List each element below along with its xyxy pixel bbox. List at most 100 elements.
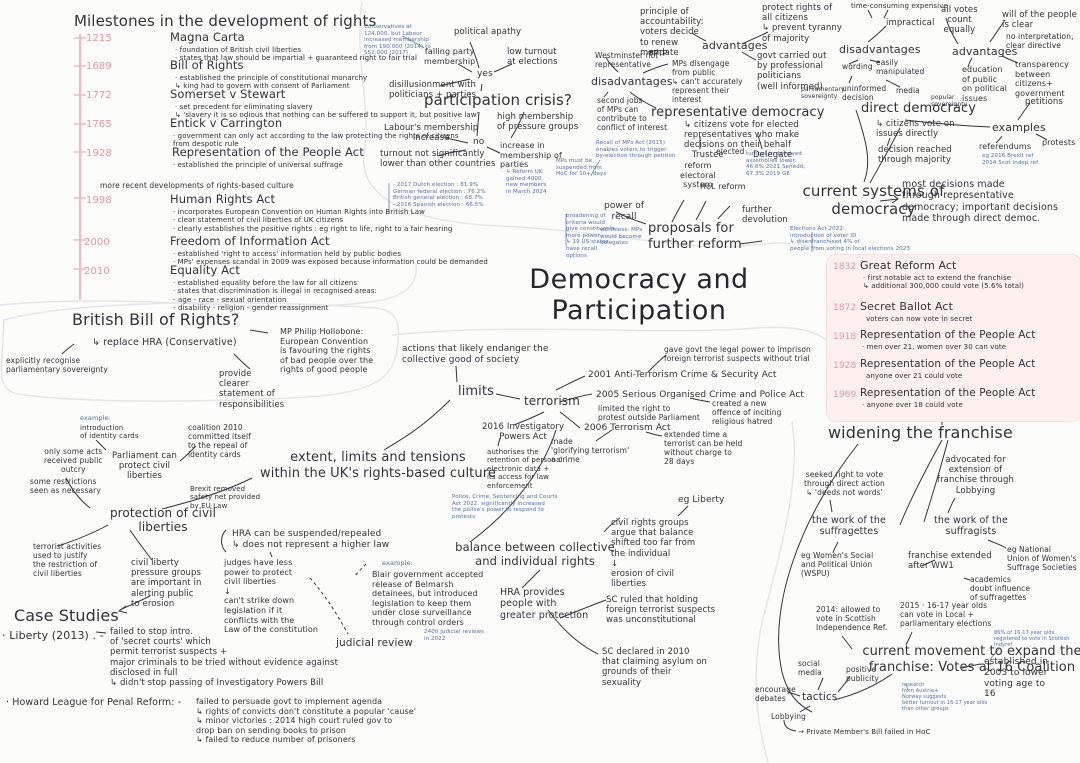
hra-detail: · incorporates European Convention on Hu… (173, 208, 453, 233)
year-1928: 1928 (86, 148, 112, 159)
reform-electoral: reform electoral system (680, 161, 716, 190)
liberty-detail: failed to stop intro. of 'secret courts'… (110, 627, 339, 688)
rep-democracy-title: representative democracy (651, 105, 825, 120)
act-2005-detail-a: limited the right to protest outside Par… (598, 404, 700, 422)
act-2016: 2016 Investigatory Powers Act (482, 422, 565, 443)
provide-clearer: provide clearer statement of responsibil… (219, 369, 285, 410)
second-jobs: second jobs of MPs can contribute to con… (597, 96, 668, 132)
bill-of-rights-heading: Bill of Rights (170, 58, 244, 72)
great-reform-heading: Great Reform Act (860, 259, 957, 272)
foia-heading: Freedom of Information Act (170, 234, 330, 248)
lobbying-label: Lobbying (771, 712, 806, 721)
no-label: no (473, 137, 485, 147)
terrorist-activities: terrorist activities used to justify the… (33, 542, 102, 578)
year-1969: 1969 (833, 390, 857, 400)
year-1689: 1689 (86, 61, 112, 72)
wspu: eg Women's Social and Political Union (W… (801, 551, 874, 578)
encourage-debates: encourage debates (755, 685, 796, 703)
hra-heading: Human Rights Act (170, 192, 276, 206)
judicial-review: judicial review (336, 637, 413, 649)
elected-label: elected (716, 147, 745, 156)
act-2006-detail-b: extended time a terrorist can be held wi… (664, 430, 743, 466)
eg-liberty: eg Liberty (678, 495, 725, 505)
act-2016-detail: authorises the retention of personal ele… (487, 448, 563, 490)
hra-suspended: HRA can be suspended/repealed ↳ does not… (232, 529, 390, 550)
tactics-label: tactics (802, 691, 838, 703)
increase-membership: increase in membership of parties (500, 141, 562, 170)
transparency: transparency between citizens+ governmen… (1015, 60, 1069, 98)
registered-note: 86% of 16-17 year olds registered to vot… (994, 630, 1070, 648)
rep-disadvantages: disadvantages (591, 75, 673, 88)
direct-democracy-title: direct democracy (861, 101, 977, 116)
nuwss: eg National Union of Women's Suffrage So… (1007, 545, 1077, 572)
page-title: Democracy and Participation (529, 264, 749, 326)
work-suffragists: the work of the suffragists (934, 515, 1008, 538)
govt-professional: govt carried out by professional politic… (757, 51, 827, 92)
dd-advantages: advantages (952, 45, 1018, 58)
participation-crisis-title: participation crisis? (424, 91, 572, 109)
foia-detail: · established 'right to access' informat… (173, 250, 488, 267)
ropa1928-heading: Representation of the People Act (172, 145, 364, 159)
time-consuming: time-consuming expensive (851, 2, 948, 10)
magna-carta-detail: · foundation of British civil liberties … (175, 46, 418, 63)
most-decisions: most decisions made through representati… (902, 179, 1059, 225)
year-1872: 1872 (833, 303, 857, 313)
examples-label: examples (992, 121, 1046, 134)
impractical: impractical (886, 18, 935, 28)
case-studies-title: Case Studies (14, 606, 119, 625)
act-2001-detail: gave govt the legal power to imprison fo… (664, 345, 811, 363)
hra-provides: HRA provides people with greater protect… (500, 587, 589, 621)
ropa1928b-heading: Representation of the People Act (860, 358, 1036, 370)
year-1772: 1772 (86, 90, 112, 101)
mps-suspended-note: MPs must be suspended from HoC for 10+ d… (556, 158, 607, 178)
judges-less-power: judges have less power to protect civil … (224, 558, 319, 635)
mps-disengage: MPs disengage from public ↳ can't accura… (672, 59, 743, 104)
direct-democracy-sub: ↳ citizens vote on issues directly (876, 119, 955, 140)
only-some-acts: only some acts received public outcry (44, 447, 103, 474)
easily-manipulated: easily manipulated (876, 58, 925, 76)
high-membership: high membership of pressure groups (497, 112, 579, 133)
petitions: petitions (1025, 97, 1063, 107)
year-2010: 2010 (84, 266, 110, 277)
established-2003: established in 2003 to lower voting age … (984, 657, 1049, 700)
wording: wording (842, 62, 873, 71)
widening-title: widening the franchise (828, 423, 1013, 442)
trustee-label: Trustee (692, 150, 724, 160)
broadening-note: broadening of criteria would give consti… (566, 213, 616, 259)
principle-accountability: principle of accountability: voters deci… (640, 7, 704, 58)
milestones-title: Milestones in the development of rights (74, 12, 377, 30)
brexit-removed: Brexit removed safety net provided by EU… (190, 485, 261, 510)
turnout-not-lower: turnout not significantly lower than oth… (380, 149, 496, 170)
pcsc-note: Police, Crime, Sentencing and Courts Act… (452, 494, 558, 520)
franchise-milestones-panel (826, 254, 1080, 422)
explicitly-recognise: explicitly recognise parliamentary sover… (6, 356, 108, 374)
no-interpretation: no interpretation, clear directive (1006, 32, 1074, 50)
delegate-label: Delegate (753, 150, 793, 160)
austria-research-note: research from Austria+ Norway suggests b… (902, 682, 988, 712)
act-2001: 2001 Anti-Terrorism Crime & Security Act (588, 370, 777, 380)
rep-advantages: advantages (702, 39, 768, 52)
franchise-extended: franchise extended after WW1 (908, 551, 992, 572)
actions-endanger: actions that likely endanger the collect… (402, 344, 549, 365)
recent-developments-label: more recent developments of rights-based… (100, 181, 294, 190)
identity-cards-example: introduction of identity cards (80, 424, 139, 441)
year-1928b: 1928 (833, 361, 857, 371)
power-of-recall: power of recall (604, 201, 645, 222)
blair-belmarsh: Blair government accepted release of Bel… (372, 570, 484, 627)
great-reform-detail: · first notable act to extend the franch… (863, 274, 1025, 291)
balance-title: balance between collective and individua… (455, 540, 615, 568)
referendums: referendums (979, 142, 1032, 151)
private-members-bill: → Private Member's Bill failed in HoC (798, 728, 931, 736)
example-label-2: example: (382, 559, 413, 567)
extent-title: extent, limits and tensions within the U… (260, 450, 496, 481)
hollobone-quote: MP Philip Hollobone: European Convention… (280, 327, 374, 375)
academics-doubt: academics doubt influence of suffragette… (970, 575, 1031, 602)
ropa1928b-detail: anyone over 21 could vote (866, 372, 963, 380)
rep-democracy-sub: ↳ citizens vote for elected representati… (684, 120, 800, 151)
act-2006-detail-a: made 'glorifying terrorism' a crime (551, 437, 630, 464)
dd-disadvantages: disadvantages (839, 43, 921, 56)
political-apathy: political apathy (454, 27, 522, 37)
protection-civil-liberties: protection of civil liberties (109, 506, 217, 535)
will-of-people: will of the people is clear (1002, 10, 1077, 31)
howard-league-label: · Howard League for Penal Reform: - (6, 697, 182, 708)
